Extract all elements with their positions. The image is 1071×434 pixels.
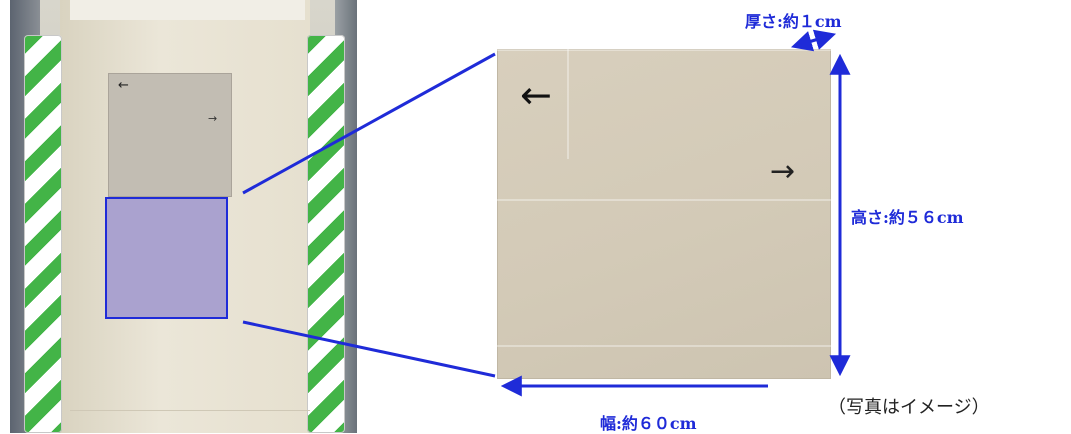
highlighted-panel [105,197,228,319]
seam-top [497,49,831,51]
right-arrow-icon: → [208,112,218,125]
closeup-right-arrow-icon: → [770,154,796,189]
width-label: 幅:約６０cm [600,414,697,433]
floor-seam [70,410,310,411]
image-caption: （写真はイメージ） [828,397,990,418]
pillar-photo [10,0,357,433]
sign-panel [108,73,232,197]
seam-vertical [567,49,569,159]
left-arrow-icon: ← [118,78,129,93]
corner-guard-right [307,35,345,433]
seam-bottom [497,345,831,347]
panel-closeup-photo [497,49,831,379]
seam-middle [497,199,831,201]
pillar-top [70,0,305,20]
height-label: 高さ:約５６cm [851,208,964,227]
connector-line-top [242,52,496,195]
closeup-left-arrow-icon: ← [520,73,552,117]
connector-line-bottom [242,320,496,378]
corner-guard-left [24,35,62,433]
thickness-label: 厚さ:約１cm [745,12,842,31]
thickness-dimension-arrow [790,29,837,52]
